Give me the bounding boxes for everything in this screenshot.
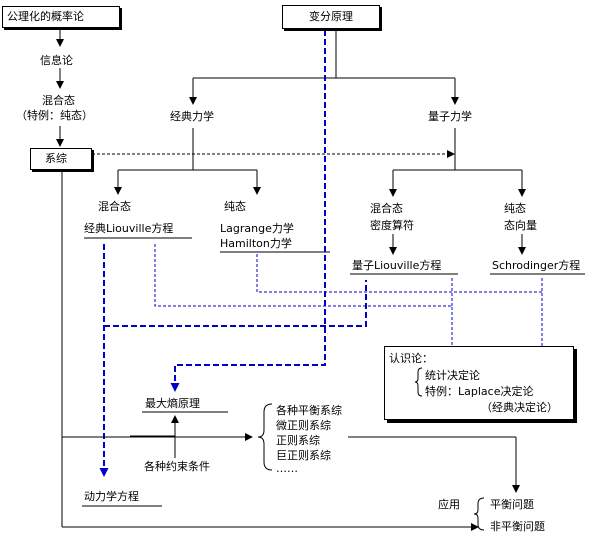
quantum-liouville-label: 量子Liouville方程: [352, 259, 442, 272]
system-box: 系综: [30, 148, 92, 170]
laplace-determinism-label: 特例：Laplace决定论: [425, 385, 534, 398]
lagrange-label: Lagrange力学: [220, 222, 294, 235]
state-vector-label: 态向量: [504, 219, 537, 232]
classical-liouville-label: 经典Liouville方程: [84, 222, 174, 235]
constraints-label: 各种约束条件: [144, 460, 210, 473]
quantum-mechanics-label: 量子力学: [428, 110, 472, 123]
dynamics-eq-label: 动力学方程: [84, 490, 139, 503]
ensemble-item: 微正则系综: [276, 419, 331, 432]
classical-determinism-note: （经典决定论）: [481, 401, 558, 414]
schrodinger-label: Schrodinger方程: [492, 259, 581, 272]
max-entropy-label: 最大熵原理: [145, 397, 200, 410]
mixed-state-top-label: 混合态: [42, 94, 75, 107]
variational-principle-box: 变分原理: [282, 5, 380, 29]
ensemble-item: 巨正则系综: [276, 449, 331, 462]
prob-theory-label: 公理化的概率论: [7, 10, 84, 23]
epistemology-frame: 认识论： 统计决定论 特例：Laplace决定论 （经典决定论）: [384, 346, 574, 420]
variational-principle-label: 变分原理: [309, 10, 353, 23]
ensemble-item: ……: [276, 462, 298, 475]
blue-thick-var-to-maxent: [170, 30, 326, 392]
classical-mechanics-label: 经典力学: [170, 110, 214, 123]
info-theory-label: 信息论: [40, 54, 73, 67]
ensemble-item: 各种平衡系综: [276, 404, 342, 417]
non-equilibrium-label: 非平衡问题: [490, 520, 545, 533]
blue-dashed-classical-to-statistical: [154, 244, 457, 363]
density-operator-label: 密度算符: [370, 219, 414, 232]
equilibrium-label: 平衡问题: [490, 498, 534, 511]
classical-pure-label: 纯态: [224, 200, 246, 213]
hamilton-label: Hamilton力学: [220, 237, 292, 250]
epistemology-title: 认识论：: [389, 352, 433, 365]
quantum-pure-label: 纯态: [504, 202, 526, 215]
quantum-mixed-label: 混合态: [370, 202, 403, 215]
mixed-state-top-note: （特例：纯态）: [16, 109, 93, 122]
application-label: 应用: [438, 498, 460, 511]
classical-mixed-label: 混合态: [98, 200, 131, 213]
system-label: 系综: [45, 152, 67, 165]
statistical-determinism-label: 统计决定论: [425, 369, 480, 382]
prob-theory-box: 公理化的概率论: [2, 6, 120, 28]
epistemology-brace: [415, 367, 423, 397]
ensemble-item: 正则系综: [276, 434, 320, 447]
